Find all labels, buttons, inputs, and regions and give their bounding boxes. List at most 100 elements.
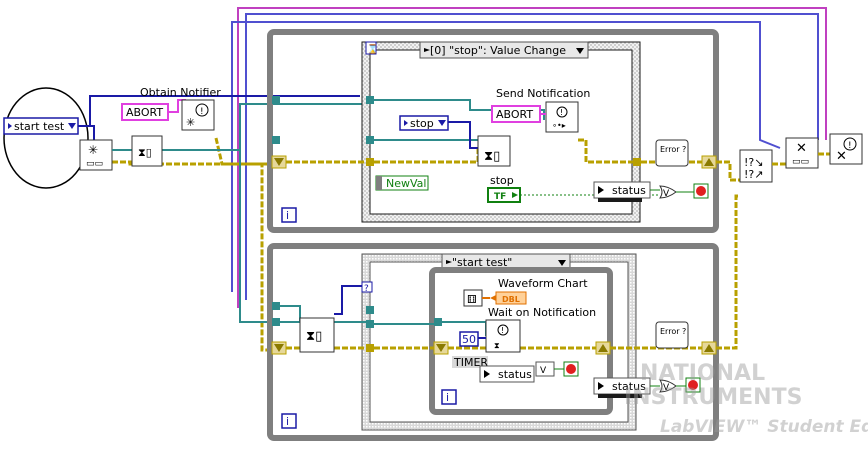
iteration-label-upper: i [286, 209, 289, 222]
newval-label: NewVal [386, 177, 426, 190]
wait-notification-hourglass: ⧗ [494, 341, 500, 350]
send-notification-arrow: ∘•▸ [552, 121, 566, 130]
timeout-constant-text: 50 [462, 333, 476, 346]
status-unbundle-arrow-1 [598, 186, 604, 194]
obtain-notifier-label: Obtain Notifier [140, 86, 221, 99]
enum-wire-main [78, 95, 360, 127]
timer-label-bg [452, 356, 488, 368]
status-bar-upper [598, 198, 642, 202]
send-notification-bang: ! [560, 108, 563, 117]
iteration-terminal-inner [441, 389, 457, 405]
stop-sign-icon-lower [688, 380, 698, 390]
enqueue-node[interactable] [131, 135, 163, 167]
start-test-text: start test [14, 120, 65, 133]
merge-errors-glyph-2: !?↗ [744, 168, 763, 181]
stop-boolean-arrow-icon [512, 192, 518, 198]
stop-enum-arrow-icon [404, 120, 408, 126]
watermark-line2: INSTRUMENTS [624, 385, 802, 410]
shift-register-arrow-6 [598, 344, 608, 352]
dice-glyph: ⚅ [467, 293, 477, 306]
abort-constant-1[interactable] [121, 103, 169, 121]
shift-register-arrow-2 [704, 158, 714, 166]
merge-errors-node[interactable] [739, 149, 773, 183]
case-selector-arrow-icon[interactable] [558, 260, 566, 266]
release-notifier-bang: ! [848, 141, 852, 151]
stop-terminal-label: stop [490, 174, 514, 187]
obtain-queue-node[interactable] [79, 139, 113, 171]
abort-constant-2-text: ABORT [496, 108, 533, 121]
iteration-terminal-lower [281, 413, 297, 429]
iteration-terminal-upper [281, 207, 297, 223]
stop-boolean-tf: TF [494, 192, 506, 202]
tunnel-enum-upper [272, 96, 280, 104]
refnum-wire-1 [160, 103, 370, 151]
release-queue-node[interactable] [785, 137, 819, 169]
error-check-node-lower[interactable] [655, 321, 689, 349]
error-wire-upper [112, 160, 282, 166]
event-selector-left-icon[interactable] [424, 48, 430, 52]
send-notification-icon [556, 106, 568, 118]
notifier-star: ✳ [186, 116, 195, 129]
obtain-queue-glyph: ✳ [88, 143, 98, 157]
or-symbol-inner: V [540, 366, 547, 376]
error-wire-lower-to-merge [716, 194, 740, 350]
hourglass-glyph: ⌛ [367, 43, 378, 55]
release-queue-x: ✕ [796, 141, 807, 156]
shift-register-arrow-4 [704, 344, 714, 352]
event-tunnel-2 [366, 136, 374, 144]
event-tunnel-4 [633, 158, 641, 166]
status-label-1: status [612, 184, 646, 197]
waveform-chart-label: Waveform Chart [498, 277, 588, 290]
case-selector-terminal-glyph: ? [364, 284, 369, 294]
error-check-node-upper[interactable] [655, 139, 689, 167]
error-check-label-upper: Error ? [660, 145, 686, 154]
or-gate-lower [659, 379, 677, 393]
case-tunnel-3 [366, 344, 374, 352]
event-selector[interactable] [419, 41, 589, 59]
stop-sign-icon-upper [696, 186, 706, 196]
stop-enum-dropdown-icon [438, 120, 446, 126]
event-selector-arrow-icon[interactable] [576, 48, 584, 54]
newval-node-bar [376, 176, 382, 190]
flatten-node-lower[interactable] [299, 317, 335, 353]
error-wire-send [578, 138, 633, 164]
start-test-dropdown-icon [68, 123, 76, 129]
stop-enum-wire [448, 121, 484, 149]
case-tunnel-1 [366, 306, 374, 314]
enum-wire-case [334, 285, 362, 315]
hourglass-icon [365, 41, 377, 55]
enqueue-glyph: ⧗▯ [138, 146, 152, 159]
status-unbundle-arrow-2 [484, 370, 490, 378]
case-selector-label: "start test" [452, 256, 512, 269]
notifier-bang: ! [200, 107, 204, 117]
status-unbundle-arrow-3 [598, 382, 604, 390]
shift-register-arrow-3 [274, 344, 284, 352]
tunnel-lower-2 [272, 318, 280, 326]
dbl-terminal-label: DBL [502, 295, 520, 304]
status-bar-lower [598, 394, 642, 398]
top-blue-wire [245, 13, 819, 300]
wait-notification-bang: ! [501, 326, 504, 335]
event-selector-label: [0] "stop": Value Change [430, 44, 566, 57]
refnum-lower-1 [280, 305, 301, 322]
ni-watermark: NATIONAL INSTRUMENTS LabVIEW™ Student Ed… [624, 361, 868, 437]
release-notifier-icon [843, 137, 857, 151]
flatten-node-upper-glyph: ⧗▯ [484, 149, 500, 164]
merge-errors-glyph: !?↘ [744, 156, 763, 169]
watermark-line1: NATIONAL [640, 361, 765, 386]
wait-on-notification-label: Wait on Notification [488, 306, 596, 319]
error-check-label-lower: Error ? [660, 327, 686, 336]
flatten-node-upper[interactable] [477, 135, 511, 167]
case-selector-left-icon[interactable] [446, 260, 452, 264]
or-gate-upper [659, 185, 677, 199]
flatten-node-lower-glyph: ⧗▯ [306, 329, 322, 344]
send-notification-label: Send Notification [496, 87, 590, 100]
status-label-2: status [498, 368, 532, 381]
iteration-label-inner: i [446, 391, 449, 404]
release-queue-sub: ▭▭ [792, 157, 809, 167]
start-test-arrow-icon [8, 123, 12, 129]
abort-constant-1-text: ABORT [126, 106, 163, 119]
case-selector-terminal [361, 281, 373, 293]
